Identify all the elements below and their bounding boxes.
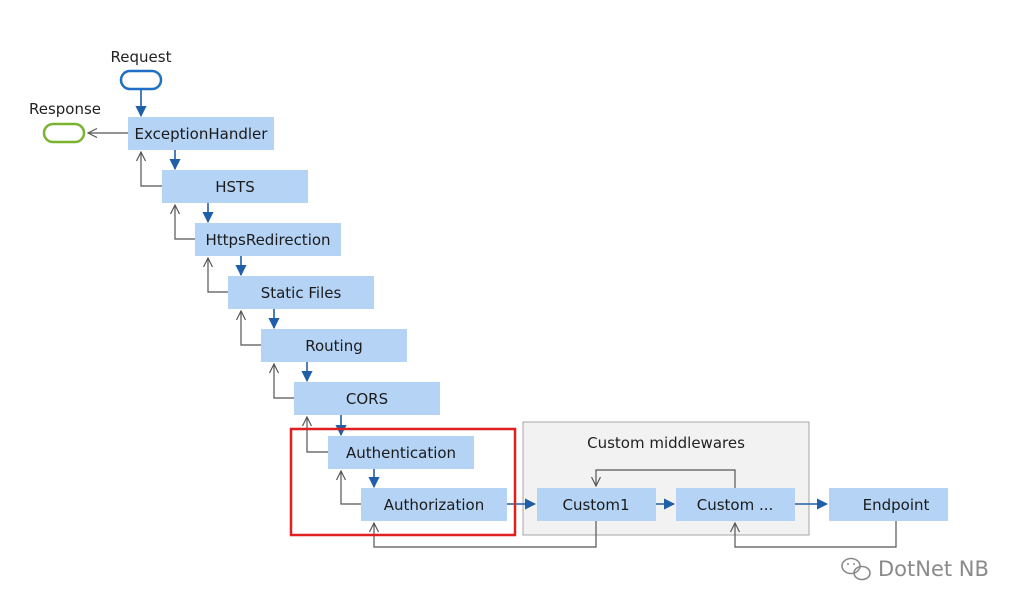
node-endpoint: Endpoint — [829, 488, 948, 521]
node-label: Authentication — [346, 444, 456, 462]
return-line-2 — [175, 205, 195, 240]
return-line-1 — [141, 152, 162, 187]
request-pill — [119, 69, 163, 91]
node-label: CORS — [346, 390, 388, 408]
endpoint-return — [735, 521, 897, 548]
return-line-3 — [208, 258, 228, 293]
node-label: Endpoint — [863, 496, 930, 514]
return-line-6 — [307, 417, 328, 453]
node-routing: Routing — [261, 329, 407, 362]
node-authorization: Authorization — [361, 488, 507, 521]
node-hsts: HSTS — [162, 170, 308, 203]
return-line-4 — [241, 311, 261, 346]
node-custom1: Custom1 — [537, 488, 656, 521]
node-label: Custom1 — [562, 496, 629, 514]
return-line-7 — [341, 471, 361, 505]
node-label: HttpsRedirection — [205, 231, 330, 249]
loop-custom-return — [596, 469, 736, 488]
node-authentication: Authentication — [328, 436, 474, 469]
wechat-icon — [841, 557, 871, 581]
node-label: Custom ... — [697, 496, 774, 514]
node-label: Static Files — [261, 284, 342, 302]
request-label: Request — [111, 48, 172, 66]
custom-middlewares-title: Custom middlewares — [587, 434, 745, 452]
node-cors: CORS — [294, 382, 440, 415]
node-custom-more: Custom ... — [676, 488, 795, 521]
response-label: Response — [29, 100, 101, 118]
node-label: Authorization — [384, 496, 484, 514]
highlight-box — [289, 427, 517, 537]
watermark-text: DotNet NB — [878, 557, 989, 581]
response-pill — [42, 122, 86, 144]
node-exception-handler: ExceptionHandler — [128, 117, 274, 150]
watermark: DotNet NB — [841, 557, 989, 581]
node-https-redirection: HttpsRedirection — [195, 223, 341, 256]
return-line-5 — [274, 364, 294, 399]
node-static-files: Static Files — [228, 276, 374, 309]
node-label: Routing — [305, 337, 363, 355]
node-label: HSTS — [215, 178, 255, 196]
node-label: ExceptionHandler — [135, 125, 269, 143]
